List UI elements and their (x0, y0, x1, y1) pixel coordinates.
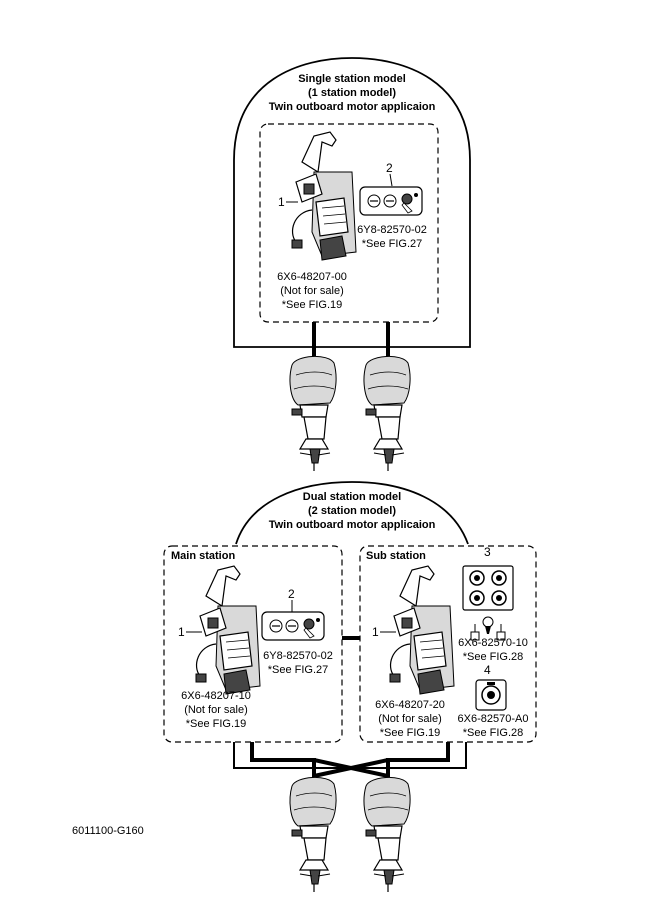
main-remote-callout: 1 (178, 625, 185, 639)
sub-panel3-callout: 3 (484, 545, 491, 559)
single-outboard-motor-left (289, 355, 337, 472)
dual-station-arch (235, 481, 469, 545)
single-panel-callout: 2 (386, 161, 393, 175)
sub-remote-callout: 1 (372, 625, 379, 639)
single-panel-ref: *See FIG.27 (362, 238, 423, 250)
single-remote-note: (Not for sale) (280, 285, 344, 297)
dual-station-title-2: (2 station model) (308, 505, 396, 517)
sub-remote-ref: *See FIG.19 (380, 727, 441, 739)
sub-panel4-code: 6X6-82570-A0 (458, 713, 529, 725)
single-remote-callout: 1 (278, 195, 285, 209)
sub-panel4-ref: *See FIG.28 (463, 727, 524, 739)
single-panel-code: 6Y8-82570-02 (357, 224, 427, 236)
single-station-outline (233, 57, 471, 348)
sub-remote-control-image (389, 565, 455, 695)
sub-panel4-callout: 4 (484, 663, 491, 677)
sub-remote-note: (Not for sale) (378, 713, 442, 725)
single-remote-code: 6X6-48207-00 (277, 271, 347, 283)
main-panel-ref: *See FIG.27 (268, 664, 329, 676)
single-remote-control-image (291, 131, 357, 261)
main-remote-code: 6X6-48207-10 (181, 690, 251, 702)
dual-station-group: Dual station model (2 station model) Twi… (163, 481, 537, 893)
single-switch-panel-image (359, 186, 423, 216)
figure-code: 6011100-G160 (72, 825, 144, 837)
sub-station-label: Sub station (366, 550, 426, 562)
main-remote-ref: *See FIG.19 (186, 718, 247, 730)
main-remote-control-image (195, 565, 261, 695)
main-panel-code: 6Y8-82570-02 (263, 650, 333, 662)
single-station-title-2: (1 station model) (308, 87, 396, 99)
main-switch-panel-image (261, 611, 325, 641)
single-station-title-1: Single station model (298, 73, 406, 85)
sub-switch-panel-3-image (462, 565, 514, 641)
single-station-dashed-box (259, 123, 439, 323)
main-remote-note: (Not for sale) (184, 704, 248, 716)
sub-panel3-ref: *See FIG.28 (463, 651, 524, 663)
single-remote-ref: *See FIG.19 (282, 299, 343, 311)
sub-switch-panel-4-image (475, 679, 507, 711)
main-station-dashed-box (163, 545, 343, 743)
dual-station-title-1: Dual station model (303, 491, 401, 503)
main-station-label: Main station (171, 550, 235, 562)
dual-outboard-motor-left (289, 776, 337, 893)
single-outboard-motor-right (363, 355, 411, 472)
main-panel-callout: 2 (288, 587, 295, 601)
dual-station-cables (233, 742, 467, 780)
single-station-group: Single station model (1 station model) T… (233, 57, 471, 472)
sub-panel3-code: 6X6-82570-10 (458, 637, 528, 649)
dual-outboard-motor-right (363, 776, 411, 893)
sub-remote-code: 6X6-48207-20 (375, 699, 445, 711)
dual-station-title-3: Twin outboard motor applicaion (269, 519, 436, 531)
single-station-title-3: Twin outboard motor applicaion (269, 101, 436, 113)
